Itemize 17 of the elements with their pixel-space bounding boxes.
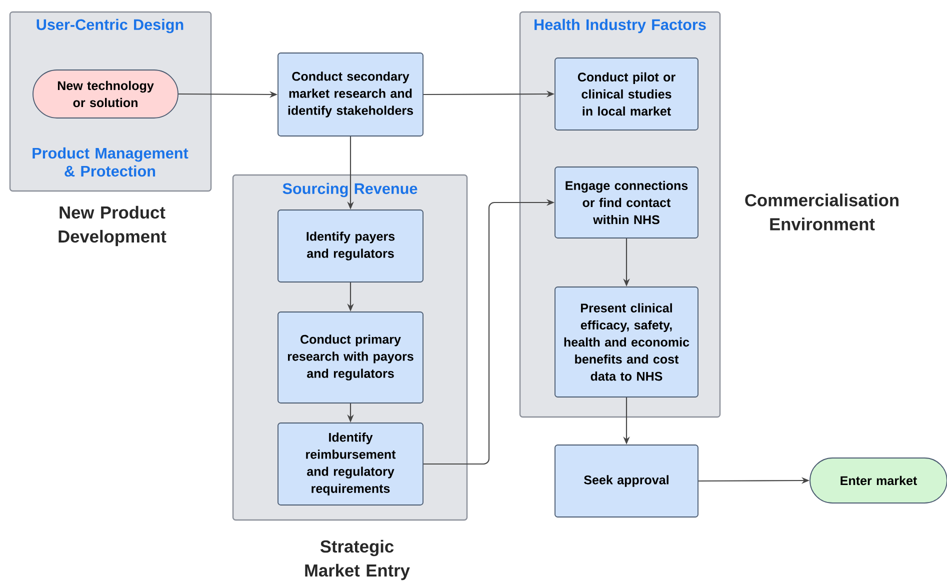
process-box: Present clinical efficacy, safety, health and economic benefits and cost data to NHS xyxy=(554,286,698,398)
process-box: Engage connections or find contact within NHS xyxy=(554,166,698,238)
process-box: Conduct pilot or clinical studies in local market xyxy=(554,58,698,130)
end-terminal: Enter market xyxy=(810,458,947,504)
group-heading: Sourcing Revenue xyxy=(282,182,418,198)
start-terminal: New technology or solution xyxy=(32,70,178,118)
section-label: Strategic Market Entry xyxy=(305,540,410,580)
group-heading: Health Industry Factors xyxy=(534,18,706,34)
process-box: Conduct secondary market research and identify stakeholders xyxy=(278,52,424,136)
section-label: Commercialisation Environment xyxy=(745,194,898,230)
process-box: Seek approval xyxy=(554,444,698,518)
process-box: Identify reimbursement and regulatory requirements xyxy=(278,422,424,506)
section-label: New Product Development xyxy=(58,206,166,246)
process-box: Conduct primary research with payors and regulators xyxy=(278,312,424,404)
process-box: Identify payers and regulators xyxy=(278,210,424,282)
group-heading: User-Centric Design xyxy=(36,18,184,34)
group-heading: Product Management & Protection xyxy=(32,147,188,177)
